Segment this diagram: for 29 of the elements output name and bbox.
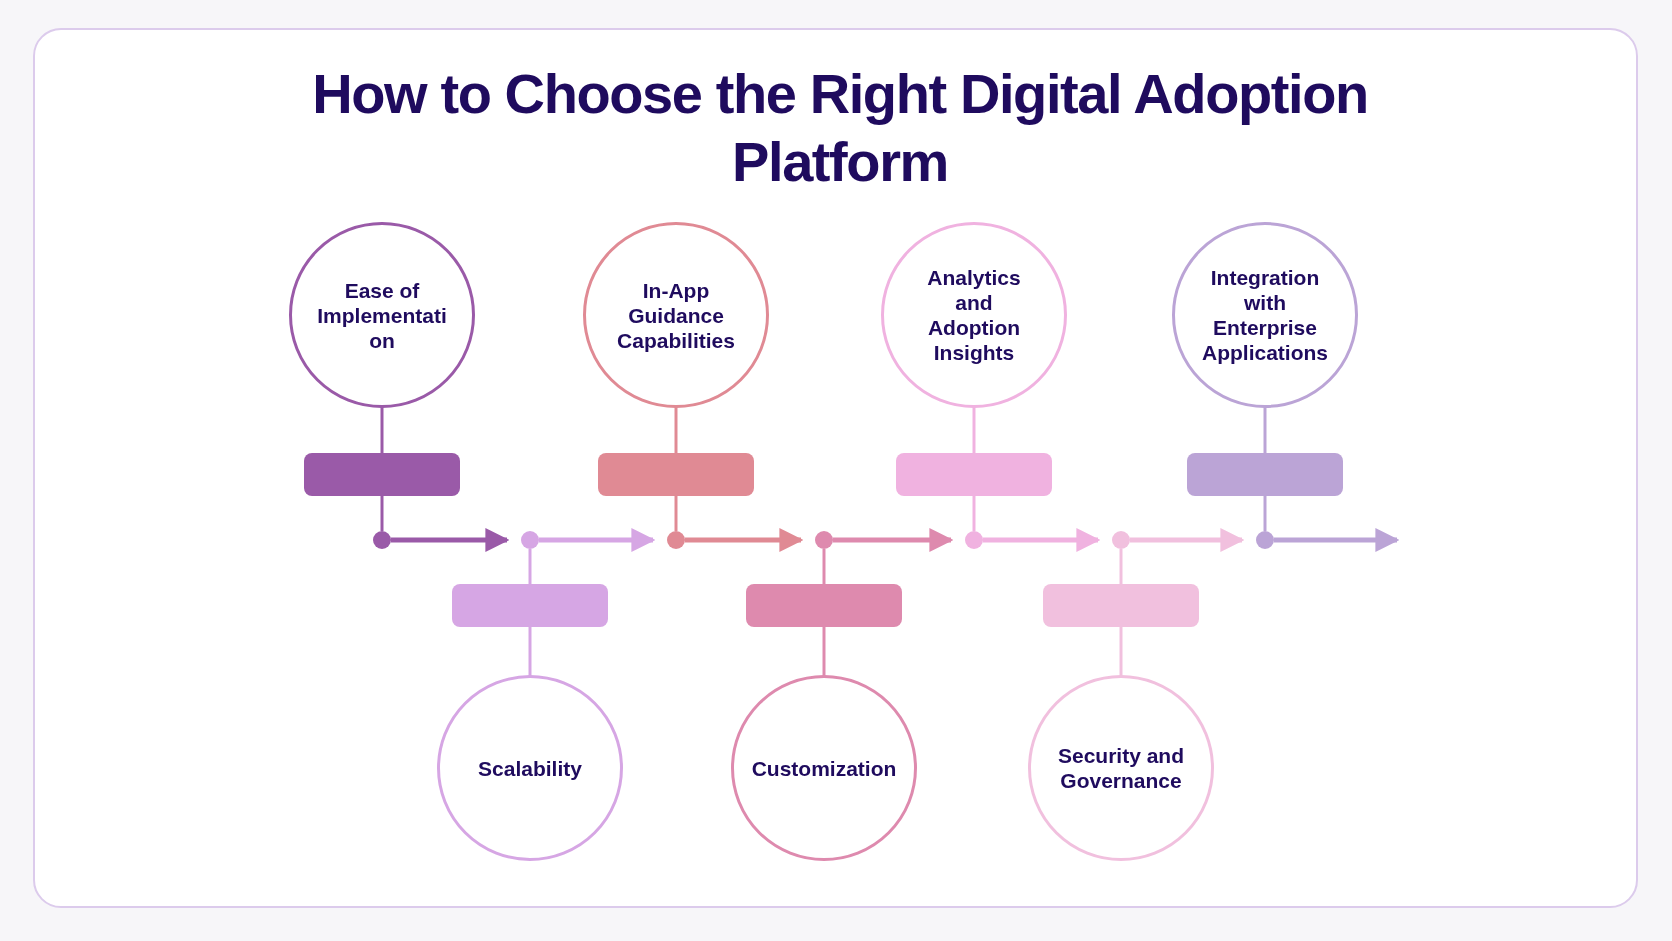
label-bar [1043,584,1199,627]
topic-label: Security and Governance [1056,743,1185,793]
topic-label: Customization [751,755,897,781]
connector-line [380,495,384,531]
timeline-arrow [1130,528,1245,552]
title: How to Choose the Right Digital Adoption Platform [311,61,1369,195]
label-bar [896,453,1052,496]
connector-line [1263,495,1267,531]
connector-line [1119,549,1123,585]
connector-line [822,549,826,585]
timeline-arrow [539,528,656,552]
connector-line [972,495,976,531]
label-bar [598,453,754,496]
timeline-arrow [1274,528,1400,552]
topic-label: Scalability [478,755,582,781]
topic-label: In-App Guidance Capabilities [616,277,736,353]
topic-label: Analytics and Adoption Insights [926,265,1022,365]
label-bar [304,453,460,496]
topic-label: Ease of Implementati on [316,277,448,353]
timeline-arrow [983,528,1101,552]
timeline-arrow [391,528,510,552]
connector-line [528,549,532,585]
label-bar [452,584,608,627]
timeline-arrow [685,528,804,552]
topic-label: Integration with Enterprise Applications [1201,265,1329,365]
label-bar [1187,453,1343,496]
connector-line [674,495,678,531]
label-bar [746,584,902,627]
timeline-arrow [833,528,954,552]
